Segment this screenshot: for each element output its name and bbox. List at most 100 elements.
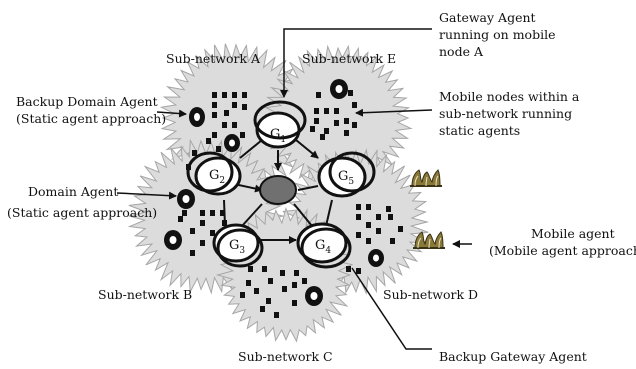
mobile-node-square <box>356 232 361 238</box>
mobile-agent-icon <box>410 169 442 187</box>
mobile-node-square <box>376 214 381 220</box>
mobile-node-square <box>192 150 197 156</box>
link-center-g3 <box>241 203 263 227</box>
mobile-node-square <box>386 206 391 212</box>
mobile-node-square <box>212 132 217 138</box>
subnetwork-label-d: Sub-network D <box>383 287 478 302</box>
backup-domain-agent-pointer <box>156 109 187 118</box>
mobile-node-square <box>320 134 325 140</box>
link-g1-g2 <box>239 139 263 159</box>
mobile-node-square <box>292 282 297 288</box>
domain-agents <box>164 79 384 306</box>
mobile-node-square <box>388 214 393 220</box>
mobile-node-square <box>310 126 315 132</box>
link-g2-g3 <box>223 199 226 227</box>
mobile-node-square <box>216 146 221 152</box>
mobile-node-square <box>242 104 247 110</box>
backup-gateway-agent-label: Backup Gateway Agent <box>439 349 587 364</box>
gateway-label-g3: G3 <box>229 238 245 256</box>
mobile-node-square <box>346 266 351 272</box>
link-g5-g4 <box>325 199 333 227</box>
mobile-node-square <box>224 110 229 116</box>
domain-agent-label: Domain Agent (Static agent approach) <box>7 184 157 220</box>
mobile-node-square <box>348 90 353 96</box>
mobile-node-square <box>212 112 217 118</box>
subnetwork-label-b: Sub-network B <box>98 287 192 302</box>
mobile-node-square <box>314 108 319 114</box>
mobile-node-square <box>254 288 259 294</box>
link-g5-center <box>297 185 319 191</box>
gateway-node-g2: G2 <box>186 151 242 196</box>
mobile-node-square <box>242 92 247 98</box>
domain-agent-node <box>164 230 182 250</box>
mobile-node-square <box>356 268 361 274</box>
gateway-agent-label: Gateway Agent running on mobile node A <box>439 10 559 59</box>
link-g1-g5 <box>295 139 319 159</box>
mobile-node-square <box>210 210 215 216</box>
subnetwork-label-a: Sub-network A <box>166 51 261 66</box>
gateway-node-g4: G4 <box>296 222 352 269</box>
mobile-node-square <box>266 298 271 304</box>
mobile-node-square <box>324 128 329 134</box>
annotation-pointers <box>116 28 472 350</box>
domain-agent-pointer <box>116 191 177 200</box>
subnetwork-label-e: Sub-network E <box>302 51 396 66</box>
domain-agent-node <box>368 249 384 267</box>
mobile-node-square <box>274 312 279 318</box>
gateway-node-g1: G1 <box>253 100 307 149</box>
mobile-node-square <box>232 92 237 98</box>
mobile-node-square <box>182 210 187 216</box>
domain-agent-node <box>330 79 348 99</box>
subnetwork-label-c: Sub-network C <box>238 349 333 364</box>
mobile-node-square <box>324 108 329 114</box>
mobile-node-square <box>292 300 297 306</box>
mobile-node-square <box>352 102 357 108</box>
mobile-node-square <box>178 216 183 222</box>
mobile-node-square <box>376 228 381 234</box>
mobile-node-square <box>240 292 245 298</box>
mobile-node-square <box>302 278 307 284</box>
mobile-node-square <box>390 238 395 244</box>
mobile-node-square <box>190 228 195 234</box>
mobile-node-square <box>334 120 339 126</box>
mobile-nodes-label: Mobile nodes within a sub-network runnin… <box>439 89 583 138</box>
mobile-node-square <box>248 266 253 272</box>
mobile-node-square <box>246 280 251 286</box>
mobile-node-square <box>220 210 225 216</box>
gateway-label-g1: G1 <box>270 127 286 145</box>
mobile-node-square <box>344 118 349 124</box>
mobile-node-square <box>268 278 273 284</box>
mobile-node-square <box>314 118 319 124</box>
mobile-node-square <box>232 102 237 108</box>
center-node <box>259 175 297 205</box>
domain-agent-node <box>224 134 240 152</box>
gateway-label-g5: G5 <box>338 169 354 187</box>
gateway-agent-pointer <box>280 28 432 98</box>
mobile-node-square <box>334 108 339 114</box>
mobile-node-square <box>316 92 321 98</box>
mobile-node-square <box>222 92 227 98</box>
mobile-node-square <box>206 138 211 144</box>
mobile-node-square <box>366 238 371 244</box>
mobile-node-square <box>232 122 237 128</box>
mobile-node-square <box>262 266 267 272</box>
link-center-g4 <box>293 203 313 227</box>
mobile-node-square <box>294 270 299 276</box>
backup-gateway-agent-pointer <box>351 267 432 350</box>
mobile-node-square <box>366 204 371 210</box>
mobile-node-square <box>398 226 403 232</box>
mobile-node-square <box>356 214 361 220</box>
mobile-node-square <box>200 240 205 246</box>
backup-domain-agent-label: Backup Domain Agent (Static agent approa… <box>16 94 166 126</box>
mobile-node-square <box>366 222 371 228</box>
gateway-node-g5: G5 <box>317 151 376 198</box>
mobile-node-square <box>222 122 227 128</box>
mobile-node-square <box>280 270 285 276</box>
mobile-agent-icon <box>413 231 445 249</box>
mobile-nodes-pointer <box>355 108 433 117</box>
mobile-node-square <box>212 102 217 108</box>
domain-agent-node <box>305 286 323 306</box>
mobile-node-square <box>190 250 195 256</box>
